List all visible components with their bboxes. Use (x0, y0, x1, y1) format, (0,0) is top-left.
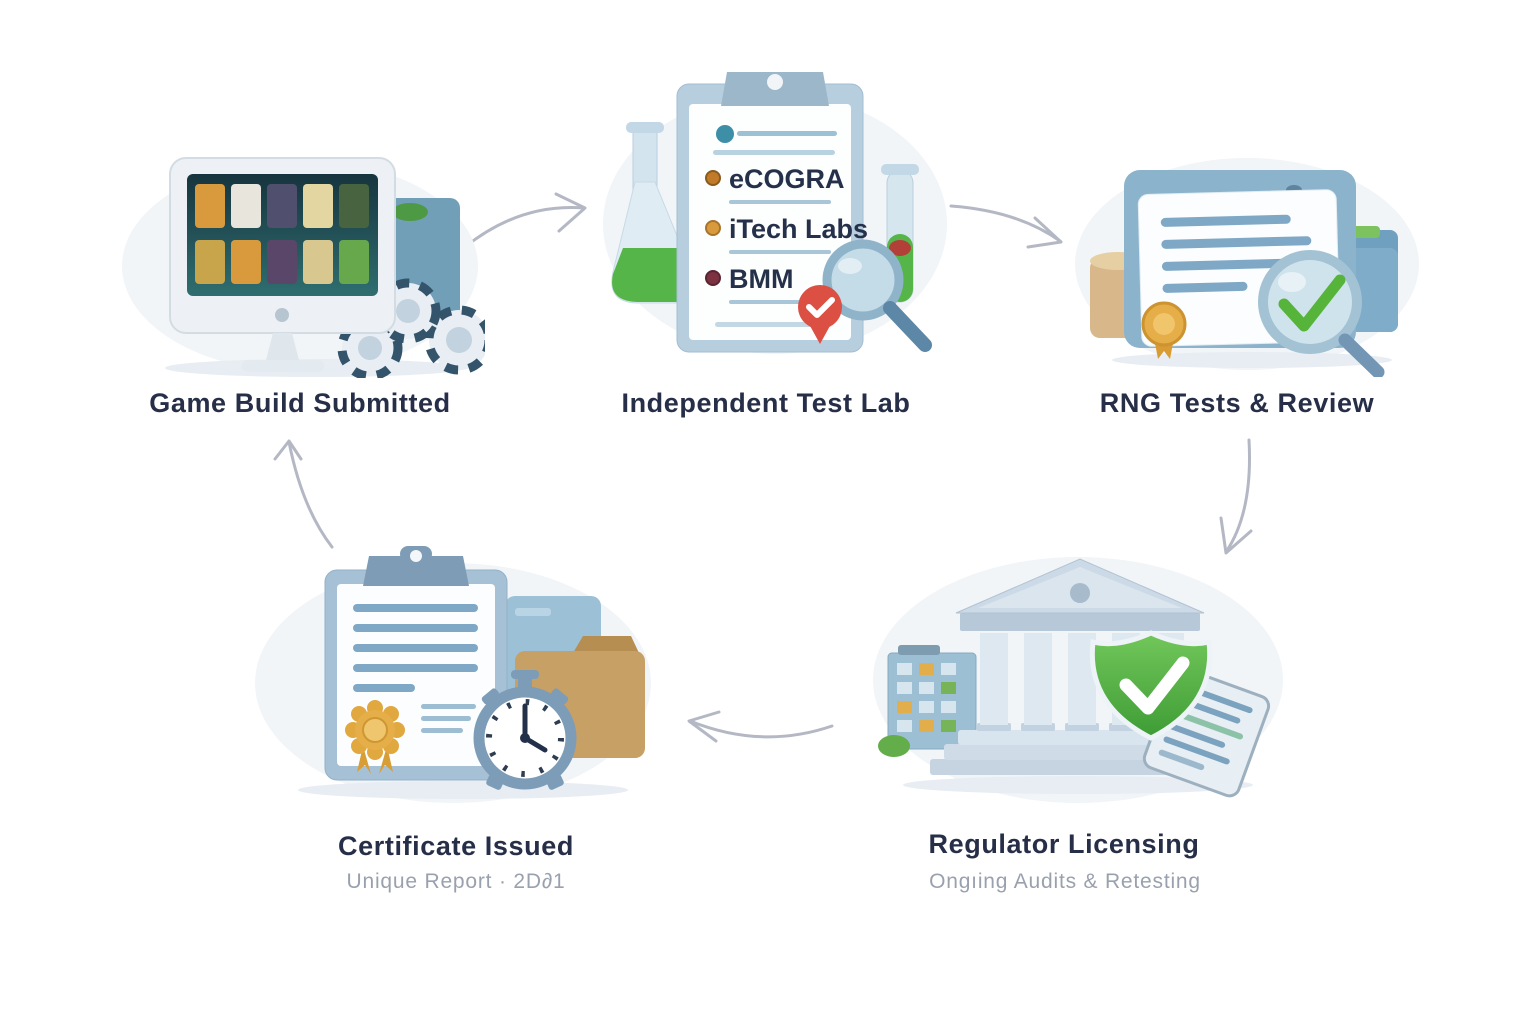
certificate-illustration (253, 538, 663, 810)
lab-list-item-itechlabs: iTech Labs (705, 214, 868, 254)
stage-sublabel-regulator: Ongıing Audits & Retesting (929, 870, 1201, 893)
magnifier-check-icon (1258, 250, 1385, 377)
lab-list-item-bmm: BMM (705, 264, 845, 304)
stopwatch-icon (473, 670, 577, 790)
arrow-build-to-lab (463, 192, 587, 249)
clipboard-icon: eCOGRA iTech Labs BMM (676, 72, 868, 353)
arrow-certificate-to-build (273, 439, 334, 549)
red-check-badge-icon (798, 285, 842, 344)
game-build-illustration (115, 128, 485, 378)
stage-label-game-build: Game Build Submitted (149, 388, 451, 418)
lab-name-ecogra: eCOGRA (729, 164, 845, 194)
stage-label-certificate: Certificate Issued (338, 831, 574, 861)
office-building-icon (878, 645, 977, 757)
gold-seal-icon (345, 700, 405, 774)
stage-label-test-lab: Independent Test Lab (621, 388, 911, 418)
monitor-icon (169, 157, 396, 372)
arrow-regulator-to-certificate (687, 710, 834, 743)
lab-name-bmm: BMM (729, 264, 793, 294)
arrow-lab-to-rng (949, 204, 1063, 249)
arrow-rng-to-regulator (1219, 438, 1253, 555)
magnifier-icon (822, 239, 932, 352)
game-tiles-grid (195, 184, 369, 284)
stage-label-rng-review: RNG Tests & Review (1099, 388, 1375, 418)
stage-sublabel-certificate: Unique Report · 2D∂1 (346, 870, 566, 893)
regulator-illustration (868, 545, 1288, 810)
shield-check-icon (1089, 630, 1213, 741)
flask-icon (611, 122, 695, 304)
test-lab-illustration: eCOGRA iTech Labs BMM (595, 62, 955, 374)
lab-list-item-ecogra: eCOGRA (705, 164, 845, 204)
rng-review-illustration (1072, 152, 1422, 377)
gold-medal-icon (1141, 301, 1187, 359)
stage-label-regulator: Regulator Licensing (928, 829, 1200, 859)
lab-name-itechlabs: iTech Labs (729, 214, 868, 244)
